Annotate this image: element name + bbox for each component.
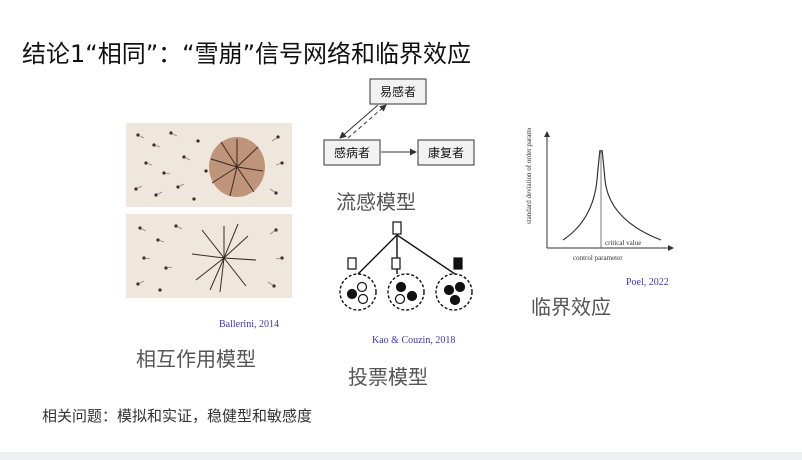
infected-node	[323, 139, 381, 166]
infected-label: 感病者	[334, 145, 370, 160]
flu-model-label: 流感模型	[336, 190, 416, 214]
critical-effect-plot: critical value control parameter standar…	[513, 118, 683, 268]
swarm-photo-top	[126, 123, 292, 207]
critical-value-label: critical value	[605, 239, 641, 247]
swarm-photo-top-image	[134, 131, 284, 201]
option-marker-right	[453, 257, 463, 270]
slide-title: 结论1“相同”：“雪崩”信号网络和临界效应	[22, 40, 472, 68]
citation-poel: Poel, 2022	[626, 277, 669, 288]
bottom-band	[0, 452, 802, 460]
recovered-label: 康复者	[428, 145, 464, 160]
citation-kao-couzin: Kao & Couzin, 2018	[372, 335, 456, 346]
group-circle-middle	[387, 273, 425, 311]
infection-arrow	[339, 104, 379, 139]
x-axis-label: control parameter	[573, 254, 623, 262]
susceptible-label: 易感者	[380, 84, 416, 99]
group-circle-left	[339, 273, 377, 311]
recovered-node	[417, 139, 475, 166]
citation-ballerini: Ballerini, 2014	[219, 319, 279, 330]
voting-model-label: 投票模型	[348, 365, 428, 389]
critical-effect-label: 临界效应	[531, 295, 611, 319]
related-questions-note: 相关问题：模拟和实证，稳健型和敏感度	[42, 407, 313, 425]
curve-left	[562, 149, 601, 241]
leader-marker	[392, 221, 402, 235]
curve-right	[601, 149, 662, 241]
option-marker-left	[347, 257, 357, 270]
reinfection-arrow	[347, 104, 387, 139]
y-axis-label: standard deviation of order parameter	[525, 128, 533, 224]
swarm-photo-bottom-image	[136, 223, 284, 293]
option-marker-middle	[391, 257, 401, 270]
flu-model-diagram: 易感者 感病者 康复者	[318, 74, 488, 174]
voting-model-diagram	[334, 218, 494, 314]
swarm-photo-bottom	[126, 214, 292, 298]
interaction-model-label: 相互作用模型	[136, 347, 256, 371]
susceptible-node	[369, 78, 427, 105]
